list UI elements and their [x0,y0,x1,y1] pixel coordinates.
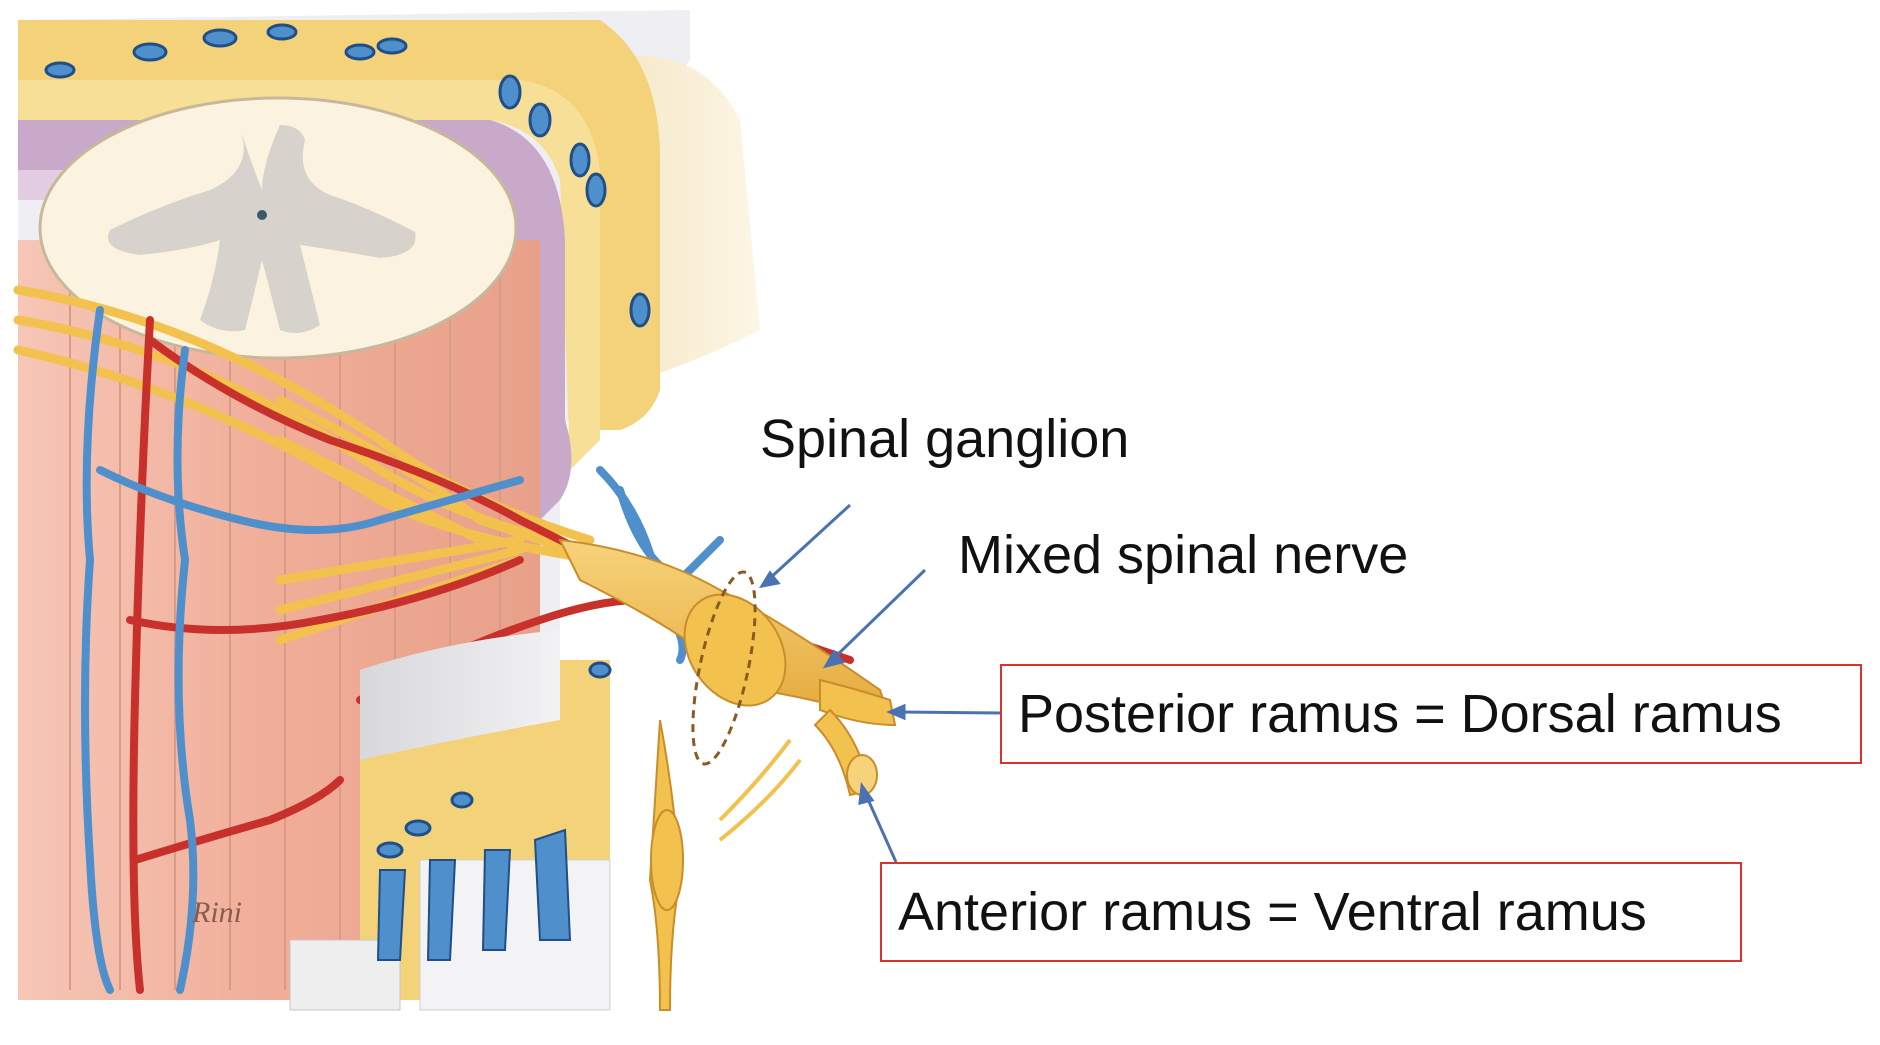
nerve-rootlets [13,285,605,645]
label-anterior-ramus: Anterior ramus = Ventral ramus [880,862,1742,962]
ganglion-dashed-outline [691,570,757,766]
arrow-anterior-ramus [858,781,898,863]
vertebral-venous-plexus [376,828,572,961]
label-posterior-ramus: Posterior ramus = Dorsal ramus [1000,664,1862,764]
arrow-spinal-ganglion [758,503,852,589]
label-mixed-spinal-nerve: Mixed spinal nerve [958,525,1409,585]
illustrator-signature: Rini [192,896,242,929]
epidural-veins [44,23,651,859]
spinal-nerve [558,538,897,1011]
arrow-mixed-spinal-nerve [822,568,927,669]
arrow-posterior-ramus [886,703,1001,721]
label-posterior-ramus-text: Posterior ramus = Dorsal ramus [1018,684,1782,744]
annotation-arrows [758,503,1001,863]
spinal-cord-cross-section [38,96,518,360]
label-spinal-ganglion: Spinal ganglion [760,409,1130,469]
label-anterior-ramus-text: Anterior ramus = Ventral ramus [898,882,1647,942]
